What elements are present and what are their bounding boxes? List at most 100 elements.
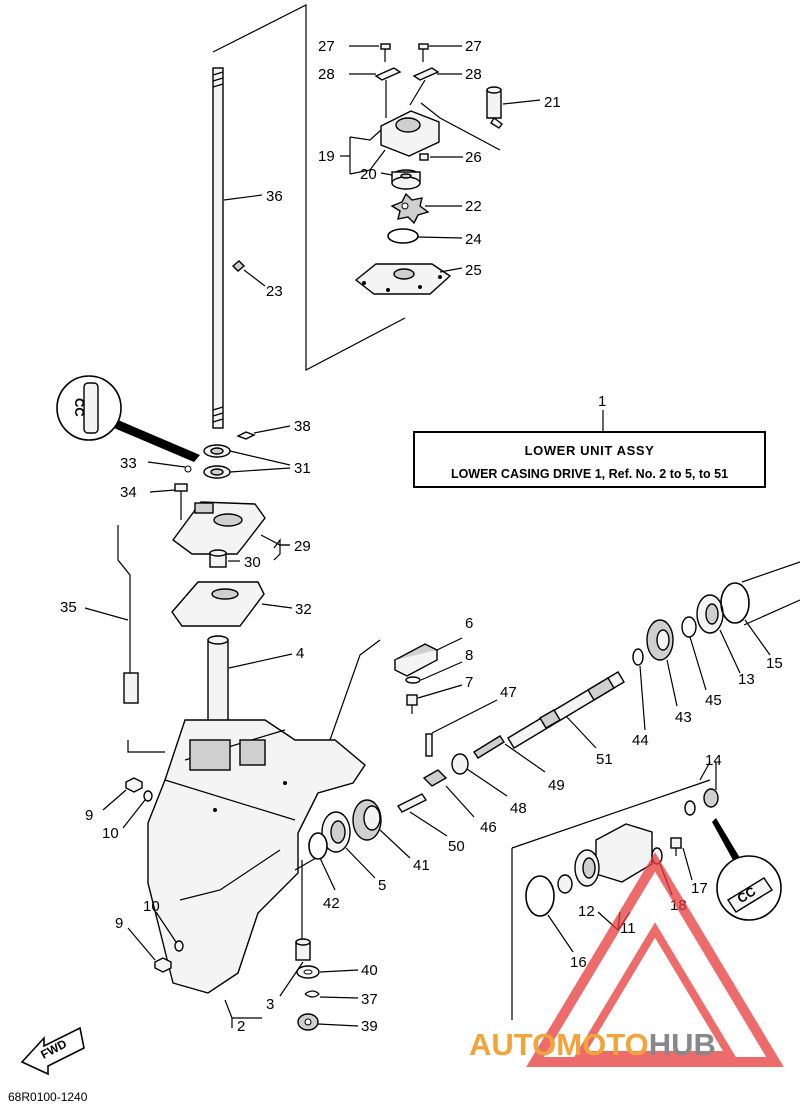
callout-labels: 2 3 4 5 6 7 8 9 9 10 10 11 12 13 14 15 1… <box>38 38 782 1062</box>
bolt-34 <box>149 483 188 520</box>
nut-39 <box>297 1013 359 1031</box>
callout-23: 23 <box>266 283 283 300</box>
callout-26: 26 <box>465 149 482 166</box>
lower-casing-2 <box>147 719 366 1028</box>
bolt-9-washer-10-upper <box>102 777 153 829</box>
screw-7 <box>406 684 463 714</box>
callout-43: 43 <box>675 709 692 726</box>
o-ring-16 <box>525 875 555 917</box>
clip-37 <box>304 990 359 999</box>
callout-16: 16 <box>570 954 587 971</box>
title-box-title: LOWER UNIT ASSY <box>524 443 655 458</box>
callout-27-right: 27 <box>465 38 482 55</box>
callout-5: 5 <box>378 877 386 894</box>
callout-10-lower: 10 <box>143 898 160 915</box>
frame-housing-top <box>511 779 711 849</box>
callout-9-lower: 9 <box>115 915 123 932</box>
callout-24: 24 <box>465 231 482 248</box>
callout-30: 30 <box>244 554 261 571</box>
forward-gear-41 <box>352 799 411 859</box>
callout-21: 21 <box>544 94 561 111</box>
frame-top-right <box>741 561 800 583</box>
bearing-5 <box>321 811 376 879</box>
reverse-gear-43 <box>646 619 678 707</box>
callout-42: 42 <box>323 895 340 912</box>
callout-19: 19 <box>318 148 335 165</box>
shim-42 <box>308 832 336 891</box>
cc-label-left: CC <box>72 398 87 417</box>
title-box-subtitle: LOWER CASING DRIVE 1, Ref. No. 2 to 5, t… <box>450 467 729 481</box>
bolt-9-washer-10-lower <box>127 911 184 973</box>
cap-6 <box>393 637 463 677</box>
pin-26 <box>419 153 429 161</box>
callout-22: 22 <box>465 198 482 215</box>
callout-38: 38 <box>294 418 311 435</box>
water-pump-housing-19 <box>340 102 501 175</box>
callout-2: 2 <box>237 1018 245 1035</box>
callout-17: 17 <box>691 880 708 897</box>
link-line-42 <box>294 857 317 871</box>
collar-30 <box>209 549 240 568</box>
callout-8: 8 <box>465 647 473 664</box>
housing-29 <box>172 501 290 555</box>
document-code: 68R0100-1240 <box>8 1090 88 1104</box>
callout-44: 44 <box>632 732 649 749</box>
callout-12: 12 <box>578 903 595 920</box>
callout-13: 13 <box>738 671 755 688</box>
callout-28-right: 28 <box>465 66 482 83</box>
washer-8 <box>405 676 421 684</box>
callout-41: 41 <box>413 857 430 874</box>
screw-17 <box>670 837 693 881</box>
callout-47: 47 <box>500 684 517 701</box>
callout-7: 7 <box>465 674 473 691</box>
outer-plate-25 <box>354 263 463 295</box>
callout-51: 51 <box>596 751 613 768</box>
callout-32: 32 <box>295 601 312 618</box>
watermark-part2: MOTO <box>556 1027 649 1062</box>
watermark-text: AUTOMOTOHUB <box>469 1027 716 1063</box>
pipe-21 <box>486 86 541 129</box>
title-box: LOWER UNIT ASSY LOWER CASING DRIVE 1, Re… <box>413 431 766 488</box>
callout-10-upper: 10 <box>102 825 119 842</box>
callout-45: 45 <box>705 692 722 709</box>
watermark-triangle-icon <box>526 852 784 1067</box>
cc-detail-left <box>56 375 200 462</box>
callout-36: 36 <box>266 188 283 205</box>
plunger-50 <box>396 793 448 837</box>
callout-29: 29 <box>294 538 311 555</box>
callout-28-left: 28 <box>318 66 335 83</box>
gasket-32 <box>171 581 293 627</box>
pin-33 <box>184 465 192 473</box>
callout-33: 33 <box>120 455 137 472</box>
callout-39: 39 <box>361 1018 378 1035</box>
callout-11: 11 <box>620 920 636 937</box>
pin-47 <box>425 733 433 757</box>
bearing-11 <box>557 874 573 894</box>
callout-46: 46 <box>480 819 497 836</box>
spring-49 <box>473 735 546 773</box>
link-line-6 <box>329 639 381 741</box>
callout-37: 37 <box>361 991 378 1008</box>
callout-25: 25 <box>465 262 482 279</box>
bearings-31 <box>203 444 291 479</box>
spring-48 <box>451 753 469 775</box>
callout-49: 49 <box>548 777 565 794</box>
washer-44 <box>632 648 644 666</box>
cc-detail-right <box>712 818 782 921</box>
bracket-29-30 <box>273 538 281 561</box>
watermark-part1: AUTO <box>469 1027 557 1062</box>
bolts-27 <box>349 43 462 62</box>
callout-31: 31 <box>294 460 311 477</box>
callout-4: 4 <box>296 645 304 662</box>
fwd-arrow-icon <box>20 1026 85 1076</box>
o-ring-24 <box>387 228 419 244</box>
impeller-22 <box>390 192 462 225</box>
callout-20: 20 <box>360 166 377 183</box>
watermark-part3: HUB <box>648 1027 716 1062</box>
bearing-13 <box>696 594 741 674</box>
callout-9-upper: 9 <box>85 807 93 824</box>
water-pump-frame <box>212 4 406 371</box>
callout-50: 50 <box>448 838 465 855</box>
o-ring-15 <box>720 582 771 656</box>
propeller-shaft-51 <box>507 671 625 749</box>
